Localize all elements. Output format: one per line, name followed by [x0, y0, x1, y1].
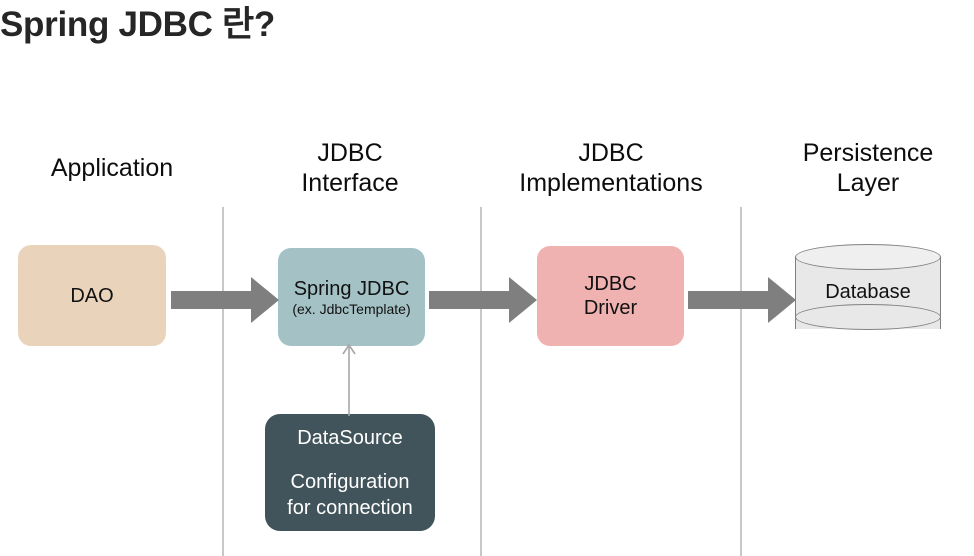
- column-divider-2: [480, 207, 482, 556]
- node-database[interactable]: Database: [795, 244, 941, 341]
- database-cylinder-bottom: [795, 304, 941, 330]
- column-divider-1: [222, 207, 224, 556]
- column-header-jdbc-interface-line2: Interface: [301, 169, 399, 197]
- column-header-persistence-layer: Persistence Layer: [766, 138, 970, 198]
- node-jdbc-driver-label-line1: JDBC: [584, 273, 637, 295]
- arrow-jdbc-driver-to-database: [688, 277, 796, 323]
- column-header-jdbc-interface-line1: JDBC: [317, 139, 383, 167]
- node-spring-jdbc-sublabel: (ex. JdbcTemplate): [292, 300, 411, 317]
- column-divider-3: [740, 207, 742, 556]
- column-header-jdbc-implementations-line1: JDBC: [578, 139, 644, 167]
- node-datasource-line2: for connection: [287, 496, 413, 519]
- column-header-application-line1: Application: [50, 154, 174, 182]
- column-header-persistence-layer-line2: Layer: [836, 169, 900, 197]
- database-cylinder-top: [795, 244, 941, 270]
- node-spring-jdbc-label: Spring JDBC: [293, 277, 410, 300]
- column-header-application: Application: [10, 153, 214, 183]
- page-title: Spring JDBC 란?: [0, 5, 275, 44]
- node-jdbc-driver-label-line2: Driver: [583, 297, 638, 319]
- column-header-persistence-layer-line1: Persistence: [802, 139, 934, 167]
- column-header-jdbc-implementations-line2: Implementations: [519, 169, 703, 197]
- column-header-jdbc-interface: JDBC Interface: [248, 138, 452, 198]
- column-header-jdbc-implementations: JDBC Implementations: [500, 138, 722, 198]
- arrow-datasource-to-spring-jdbc: [336, 340, 362, 421]
- node-database-label: Database: [825, 281, 911, 303]
- node-jdbc-driver[interactable]: JDBC Driver: [537, 246, 684, 346]
- node-datasource[interactable]: DataSource Configuration for connection: [265, 414, 435, 531]
- arrow-spring-jdbc-to-jdbc-driver: [429, 277, 537, 323]
- node-spring-jdbc[interactable]: Spring JDBC (ex. JdbcTemplate): [278, 248, 425, 346]
- node-datasource-line1: Configuration: [290, 470, 410, 493]
- arrow-dao-to-spring-jdbc: [171, 277, 279, 323]
- node-dao-label: DAO: [70, 284, 114, 307]
- node-datasource-title: DataSource: [297, 426, 403, 449]
- node-dao[interactable]: DAO: [18, 245, 166, 346]
